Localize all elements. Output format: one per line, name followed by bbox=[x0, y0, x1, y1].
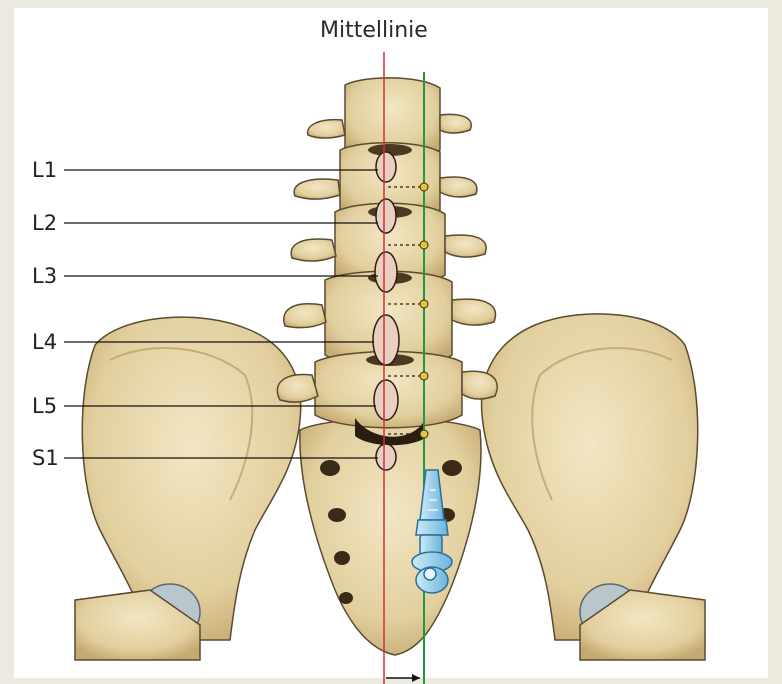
label-l5: L5 bbox=[32, 396, 57, 417]
label-s1: S1 bbox=[32, 448, 59, 469]
label-l4: L4 bbox=[32, 332, 57, 353]
label-l2: L2 bbox=[32, 213, 57, 234]
figure-title: Mittellinie bbox=[320, 18, 428, 43]
label-l1: L1 bbox=[32, 160, 57, 181]
label-l3: L3 bbox=[32, 266, 57, 287]
